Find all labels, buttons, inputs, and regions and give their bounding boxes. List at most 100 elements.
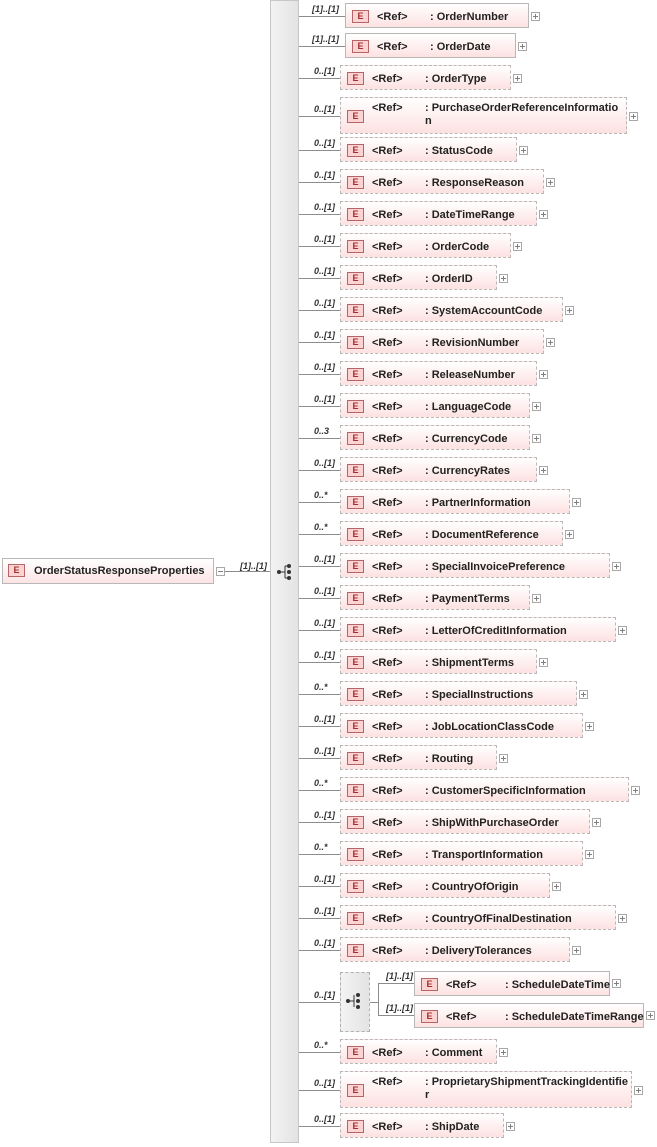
expand-icon[interactable]	[646, 1011, 655, 1020]
expand-icon[interactable]	[499, 754, 508, 763]
element-name: : LanguageCode	[425, 401, 512, 413]
expand-icon[interactable]	[518, 42, 527, 51]
expand-icon[interactable]	[539, 658, 548, 667]
element-box[interactable]: E<Ref>: DocumentReference	[340, 521, 563, 546]
element-box[interactable]: E<Ref>: ShipWithPurchaseOrder	[340, 809, 590, 834]
element-box[interactable]: E<Ref>: TransportInformation	[340, 841, 583, 866]
element-box[interactable]: E<Ref>: CustomerSpecificInformation	[340, 777, 629, 802]
element-box[interactable]: E<Ref>: DeliveryTolerances	[340, 937, 570, 962]
element-box[interactable]: E<Ref>: OrderType	[340, 65, 511, 90]
expand-icon[interactable]	[546, 338, 555, 347]
element-badge-icon: E	[352, 40, 369, 53]
element-name: : SpecialInvoicePreference	[425, 561, 566, 573]
expand-icon[interactable]	[572, 498, 581, 507]
element-box[interactable]: E<Ref>: ReleaseNumber	[340, 361, 537, 386]
cardinality-label: 0..[1]	[314, 298, 336, 308]
ref-label: <Ref>	[372, 913, 403, 925]
expand-icon[interactable]	[565, 530, 574, 539]
expand-icon[interactable]	[552, 882, 561, 891]
cardinality-label: 0..*	[314, 1040, 328, 1050]
element-box[interactable]: E<Ref>: SpecialInvoicePreference	[340, 553, 610, 578]
expand-icon[interactable]	[585, 850, 594, 859]
element-box[interactable]: E<Ref>: PurchaseOrderReferenceInformatio…	[340, 97, 627, 134]
expand-icon[interactable]	[612, 979, 621, 988]
expand-icon[interactable]	[532, 594, 541, 603]
element-box[interactable]: E<Ref>: PaymentTerms	[340, 585, 530, 610]
element-box[interactable]: E<Ref>: PartnerInformation	[340, 489, 570, 514]
element-box[interactable]: E<Ref>: JobLocationClassCode	[340, 713, 583, 738]
connector-line	[299, 374, 340, 375]
expand-icon[interactable]	[532, 402, 541, 411]
element-box[interactable]: E<Ref>: OrderID	[340, 265, 497, 290]
element-name: : OrderType	[425, 73, 487, 85]
connector-line	[299, 278, 340, 279]
element-box[interactable]: E<Ref>: ScheduleDateTime	[414, 971, 610, 996]
expand-icon[interactable]	[618, 914, 627, 923]
element-box[interactable]: E<Ref>: Comment	[340, 1039, 497, 1064]
element-box[interactable]: E<Ref>: CountryOfFinalDestination	[340, 905, 616, 930]
expand-icon[interactable]	[539, 466, 548, 475]
element-box[interactable]: E<Ref>: CountryOfOrigin	[340, 873, 550, 898]
collapse-icon[interactable]	[216, 567, 225, 576]
element-badge-icon: E	[347, 1120, 364, 1133]
expand-icon[interactable]	[539, 210, 548, 219]
connector-line	[299, 502, 340, 503]
element-box[interactable]: E<Ref>: ShipmentTerms	[340, 649, 537, 674]
nested-sequence-icon	[346, 993, 360, 1009]
connector-line	[299, 1052, 340, 1053]
expand-icon[interactable]	[513, 74, 522, 83]
connector-line	[299, 310, 340, 311]
expand-icon[interactable]	[612, 562, 621, 571]
expand-icon[interactable]	[634, 1086, 643, 1095]
connector-line	[299, 438, 340, 439]
expand-icon[interactable]	[506, 1122, 515, 1131]
element-name: : OrderDate	[430, 41, 491, 53]
element-box[interactable]: E<Ref>: ResponseReason	[340, 169, 544, 194]
expand-icon[interactable]	[513, 242, 522, 251]
ref-label: <Ref>	[446, 1011, 477, 1023]
expand-icon[interactable]	[629, 112, 638, 121]
element-box[interactable]: E<Ref>: ScheduleDateTimeRange	[414, 1003, 644, 1028]
nested-sequence-compositor[interactable]	[340, 972, 370, 1032]
expand-icon[interactable]	[579, 690, 588, 699]
element-box[interactable]: E<Ref>: OrderNumber	[345, 3, 529, 28]
expand-icon[interactable]	[499, 1048, 508, 1057]
element-box[interactable]: E<Ref>: OrderDate	[345, 33, 516, 58]
expand-icon[interactable]	[499, 274, 508, 283]
expand-icon[interactable]	[519, 146, 528, 155]
root-connector	[225, 571, 270, 572]
element-box[interactable]: E<Ref>: CurrencyCode	[340, 425, 530, 450]
cardinality-label: 0..[1]	[314, 330, 336, 340]
element-box[interactable]: E<Ref>: ProprietaryShipmentTrackingIdent…	[340, 1071, 632, 1108]
expand-icon[interactable]	[532, 434, 541, 443]
element-name: : PartnerInformation	[425, 497, 531, 509]
expand-icon[interactable]	[539, 370, 548, 379]
expand-icon[interactable]	[546, 178, 555, 187]
expand-icon[interactable]	[592, 818, 601, 827]
ref-label: <Ref>	[372, 657, 403, 669]
expand-icon[interactable]	[531, 12, 540, 21]
element-box[interactable]: E<Ref>: Routing	[340, 745, 497, 770]
element-badge-icon: E	[347, 110, 364, 123]
cardinality-label: 0..[1]	[314, 458, 336, 468]
nested-branch-line	[378, 984, 379, 1016]
expand-icon[interactable]	[631, 786, 640, 795]
root-element-box[interactable]: E OrderStatusResponseProperties	[2, 558, 214, 584]
expand-icon[interactable]	[618, 626, 627, 635]
element-box[interactable]: E<Ref>: CurrencyRates	[340, 457, 537, 482]
element-box[interactable]: E<Ref>: DateTimeRange	[340, 201, 537, 226]
element-box[interactable]: E<Ref>: RevisionNumber	[340, 329, 544, 354]
expand-icon[interactable]	[572, 946, 581, 955]
expand-icon[interactable]	[565, 306, 574, 315]
element-box[interactable]: E<Ref>: OrderCode	[340, 233, 511, 258]
element-box[interactable]: E<Ref>: StatusCode	[340, 137, 517, 162]
element-box[interactable]: E<Ref>: LetterOfCreditInformation	[340, 617, 616, 642]
cardinality-label: 0..[1]	[314, 586, 336, 596]
element-box[interactable]: E<Ref>: SystemAccountCode	[340, 297, 563, 322]
cardinality-label: 0..[1]	[314, 170, 336, 180]
element-box[interactable]: E<Ref>: SpecialInstructions	[340, 681, 577, 706]
element-badge-icon: E	[347, 560, 364, 573]
element-box[interactable]: E<Ref>: ShipDate	[340, 1113, 504, 1138]
expand-icon[interactable]	[585, 722, 594, 731]
element-box[interactable]: E<Ref>: LanguageCode	[340, 393, 530, 418]
